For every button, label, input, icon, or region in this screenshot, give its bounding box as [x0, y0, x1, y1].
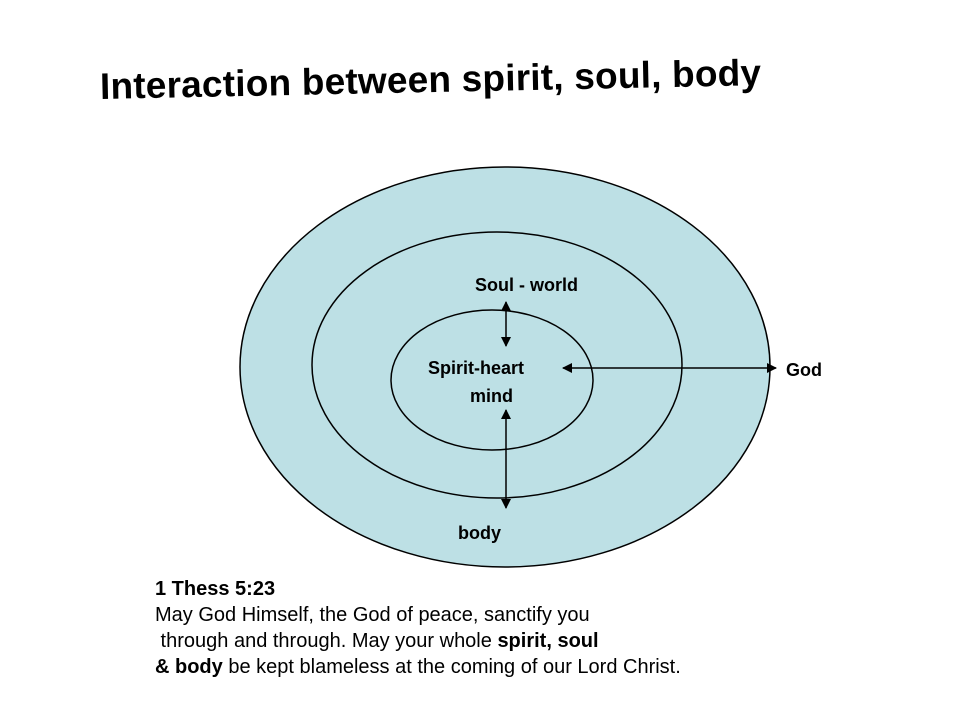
scripture-verse: 1 Thess 5:23 May God Himself, the God of…: [155, 576, 681, 680]
verse-body-emphasis: & body: [155, 656, 223, 678]
soul-world-label: Soul - world: [475, 275, 578, 295]
spirit-heart-label: Spirit-heart: [428, 358, 524, 378]
god-label: God: [786, 360, 822, 380]
verse-line-3-text: be kept blameless at the coming of our L…: [222, 656, 681, 678]
verse-line-1: May God Himself, the God of peace, sanct…: [155, 604, 590, 626]
verse-line-2: through and through. May your whole spir…: [155, 628, 681, 654]
body-label: body: [458, 523, 501, 543]
verse-reference: 1 Thess 5:23: [155, 578, 276, 600]
verse-line-2-text: through and through. May your whole: [155, 630, 498, 652]
verse-spirit-soul-emphasis: spirit, soul: [497, 630, 599, 652]
verse-line-3: & body be kept blameless at the coming o…: [155, 654, 681, 680]
mind-label: mind: [470, 386, 513, 406]
spirit-ellipse: [390, 309, 594, 451]
